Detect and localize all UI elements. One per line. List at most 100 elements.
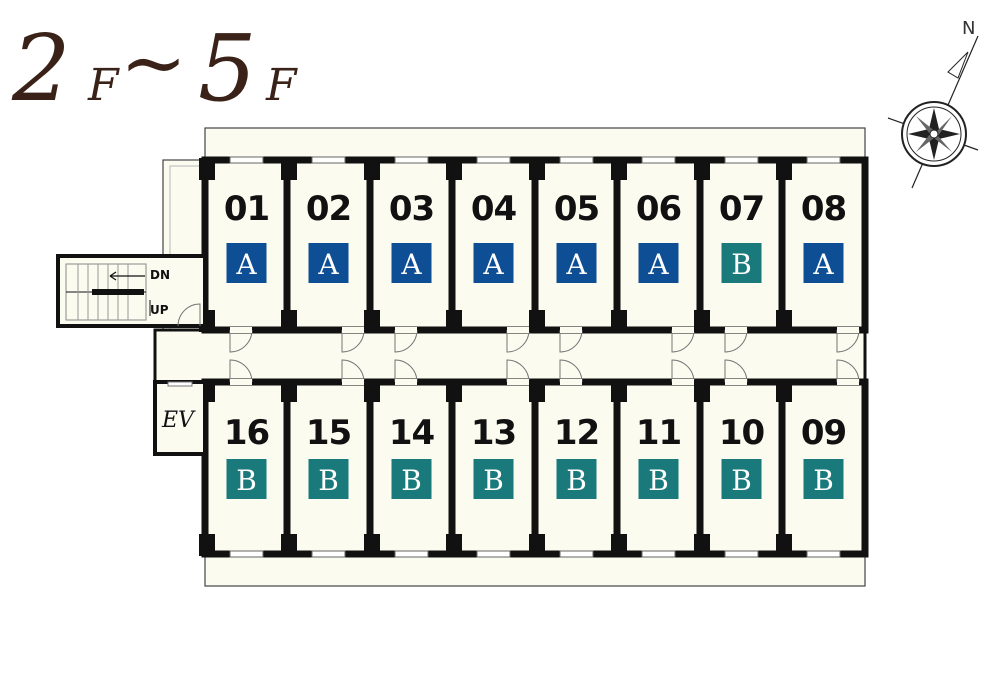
door-swing	[229, 329, 253, 353]
window	[806, 156, 841, 164]
window	[724, 156, 759, 164]
unit-number: 03	[389, 189, 434, 229]
door-swing	[341, 359, 365, 383]
unit-type-badge	[721, 243, 762, 283]
unit-type-label: B	[483, 464, 504, 497]
unit-type-badge	[226, 459, 267, 499]
unit-type-badge	[473, 243, 514, 283]
unit-number: 16	[224, 413, 269, 453]
door-swing	[724, 359, 748, 383]
door-swing	[559, 359, 583, 383]
unit-11[interactable]: 11B	[611, 359, 704, 558]
floor-to: 5	[198, 15, 257, 122]
unit-number: 13	[471, 413, 516, 453]
unit-05[interactable]: 05A	[529, 156, 622, 353]
unit-type-label: B	[648, 464, 669, 497]
unit-type-label: B	[566, 464, 587, 497]
window	[641, 550, 676, 558]
rooms-layer: 01A02A03A04A05A06A07B08A16B15B14B13B12B1…	[199, 156, 869, 558]
unit-03[interactable]: 03A	[364, 156, 457, 353]
unit-type-badge	[721, 459, 762, 499]
window	[806, 550, 841, 558]
unit-number: 09	[801, 413, 846, 453]
unit-outline	[283, 156, 374, 334]
window	[311, 156, 346, 164]
door-swing	[341, 329, 365, 353]
unit-13[interactable]: 13B	[446, 359, 539, 558]
floor-separator: ~	[120, 16, 187, 109]
unit-08[interactable]: 08A	[776, 156, 869, 353]
unit-type-label: B	[731, 464, 752, 497]
floor-title: 2 F ~ 5 F	[11, 15, 298, 122]
unit-type-label: A	[400, 248, 422, 281]
window	[559, 156, 594, 164]
unit-type-badge	[391, 459, 432, 499]
unit-type-badge	[308, 459, 349, 499]
unit-09[interactable]: 09B	[776, 359, 869, 558]
unit-type-badge	[226, 243, 267, 283]
unit-number: 14	[389, 413, 435, 453]
unit-number: 01	[224, 189, 269, 229]
unit-16[interactable]: 16B	[199, 359, 292, 558]
window	[476, 156, 511, 164]
door-swing	[229, 359, 253, 383]
unit-04[interactable]: 04A	[446, 156, 539, 353]
unit-type-badge	[473, 459, 514, 499]
unit-02[interactable]: 02A	[281, 156, 374, 353]
window	[394, 156, 429, 164]
unit-type-badge	[638, 459, 679, 499]
compass-north-label: N	[962, 18, 975, 39]
unit-type-label: B	[813, 464, 834, 497]
unit-15[interactable]: 15B	[281, 359, 374, 558]
elevator: EV	[153, 380, 207, 456]
unit-type-badge	[638, 243, 679, 283]
unit-number: 02	[306, 189, 351, 229]
unit-number: 04	[471, 189, 517, 229]
door-swing	[394, 359, 418, 383]
unit-01[interactable]: 01A	[199, 156, 292, 353]
unit-number: 10	[719, 413, 765, 453]
unit-number: 11	[636, 413, 681, 453]
stairs-down-label: DN	[150, 268, 170, 282]
floor-to-suffix: F	[265, 60, 298, 111]
door-swing	[836, 359, 860, 383]
unit-type-badge	[803, 243, 844, 283]
stairs-up-label: UP	[150, 303, 169, 317]
unit-06[interactable]: 06A	[611, 156, 704, 353]
unit-07[interactable]: 07B	[694, 156, 787, 353]
unit-type-label: B	[318, 464, 339, 497]
door-swing	[506, 359, 530, 383]
unit-type-label: A	[235, 248, 257, 281]
window	[311, 550, 346, 558]
window	[476, 550, 511, 558]
unit-type-label: B	[401, 464, 422, 497]
window	[394, 550, 429, 558]
door-swing	[724, 329, 748, 353]
unit-number: 05	[554, 189, 599, 229]
unit-type-badge	[308, 243, 349, 283]
unit-type-label: B	[236, 464, 257, 497]
unit-type-badge	[556, 243, 597, 283]
window	[229, 156, 264, 164]
door-swing	[506, 329, 530, 353]
elevator-label: EV	[161, 408, 196, 433]
unit-type-badge	[391, 243, 432, 283]
unit-type-badge	[803, 459, 844, 499]
door-swing	[671, 359, 695, 383]
unit-number: 12	[554, 413, 599, 453]
window	[641, 156, 676, 164]
unit-type-label: B	[731, 248, 752, 281]
south-balcony	[204, 555, 866, 587]
unit-type-label: A	[812, 248, 834, 281]
floor-from: 2	[11, 15, 71, 122]
north-balcony	[204, 127, 866, 159]
window	[724, 550, 759, 558]
door-swing	[836, 329, 860, 353]
unit-number: 06	[636, 189, 681, 229]
unit-12[interactable]: 12B	[529, 359, 622, 558]
unit-number: 15	[306, 413, 351, 453]
unit-14[interactable]: 14B	[364, 359, 457, 558]
unit-number: 07	[719, 189, 764, 229]
compass-rose-icon: N	[887, 18, 979, 189]
unit-10[interactable]: 10B	[694, 359, 787, 558]
